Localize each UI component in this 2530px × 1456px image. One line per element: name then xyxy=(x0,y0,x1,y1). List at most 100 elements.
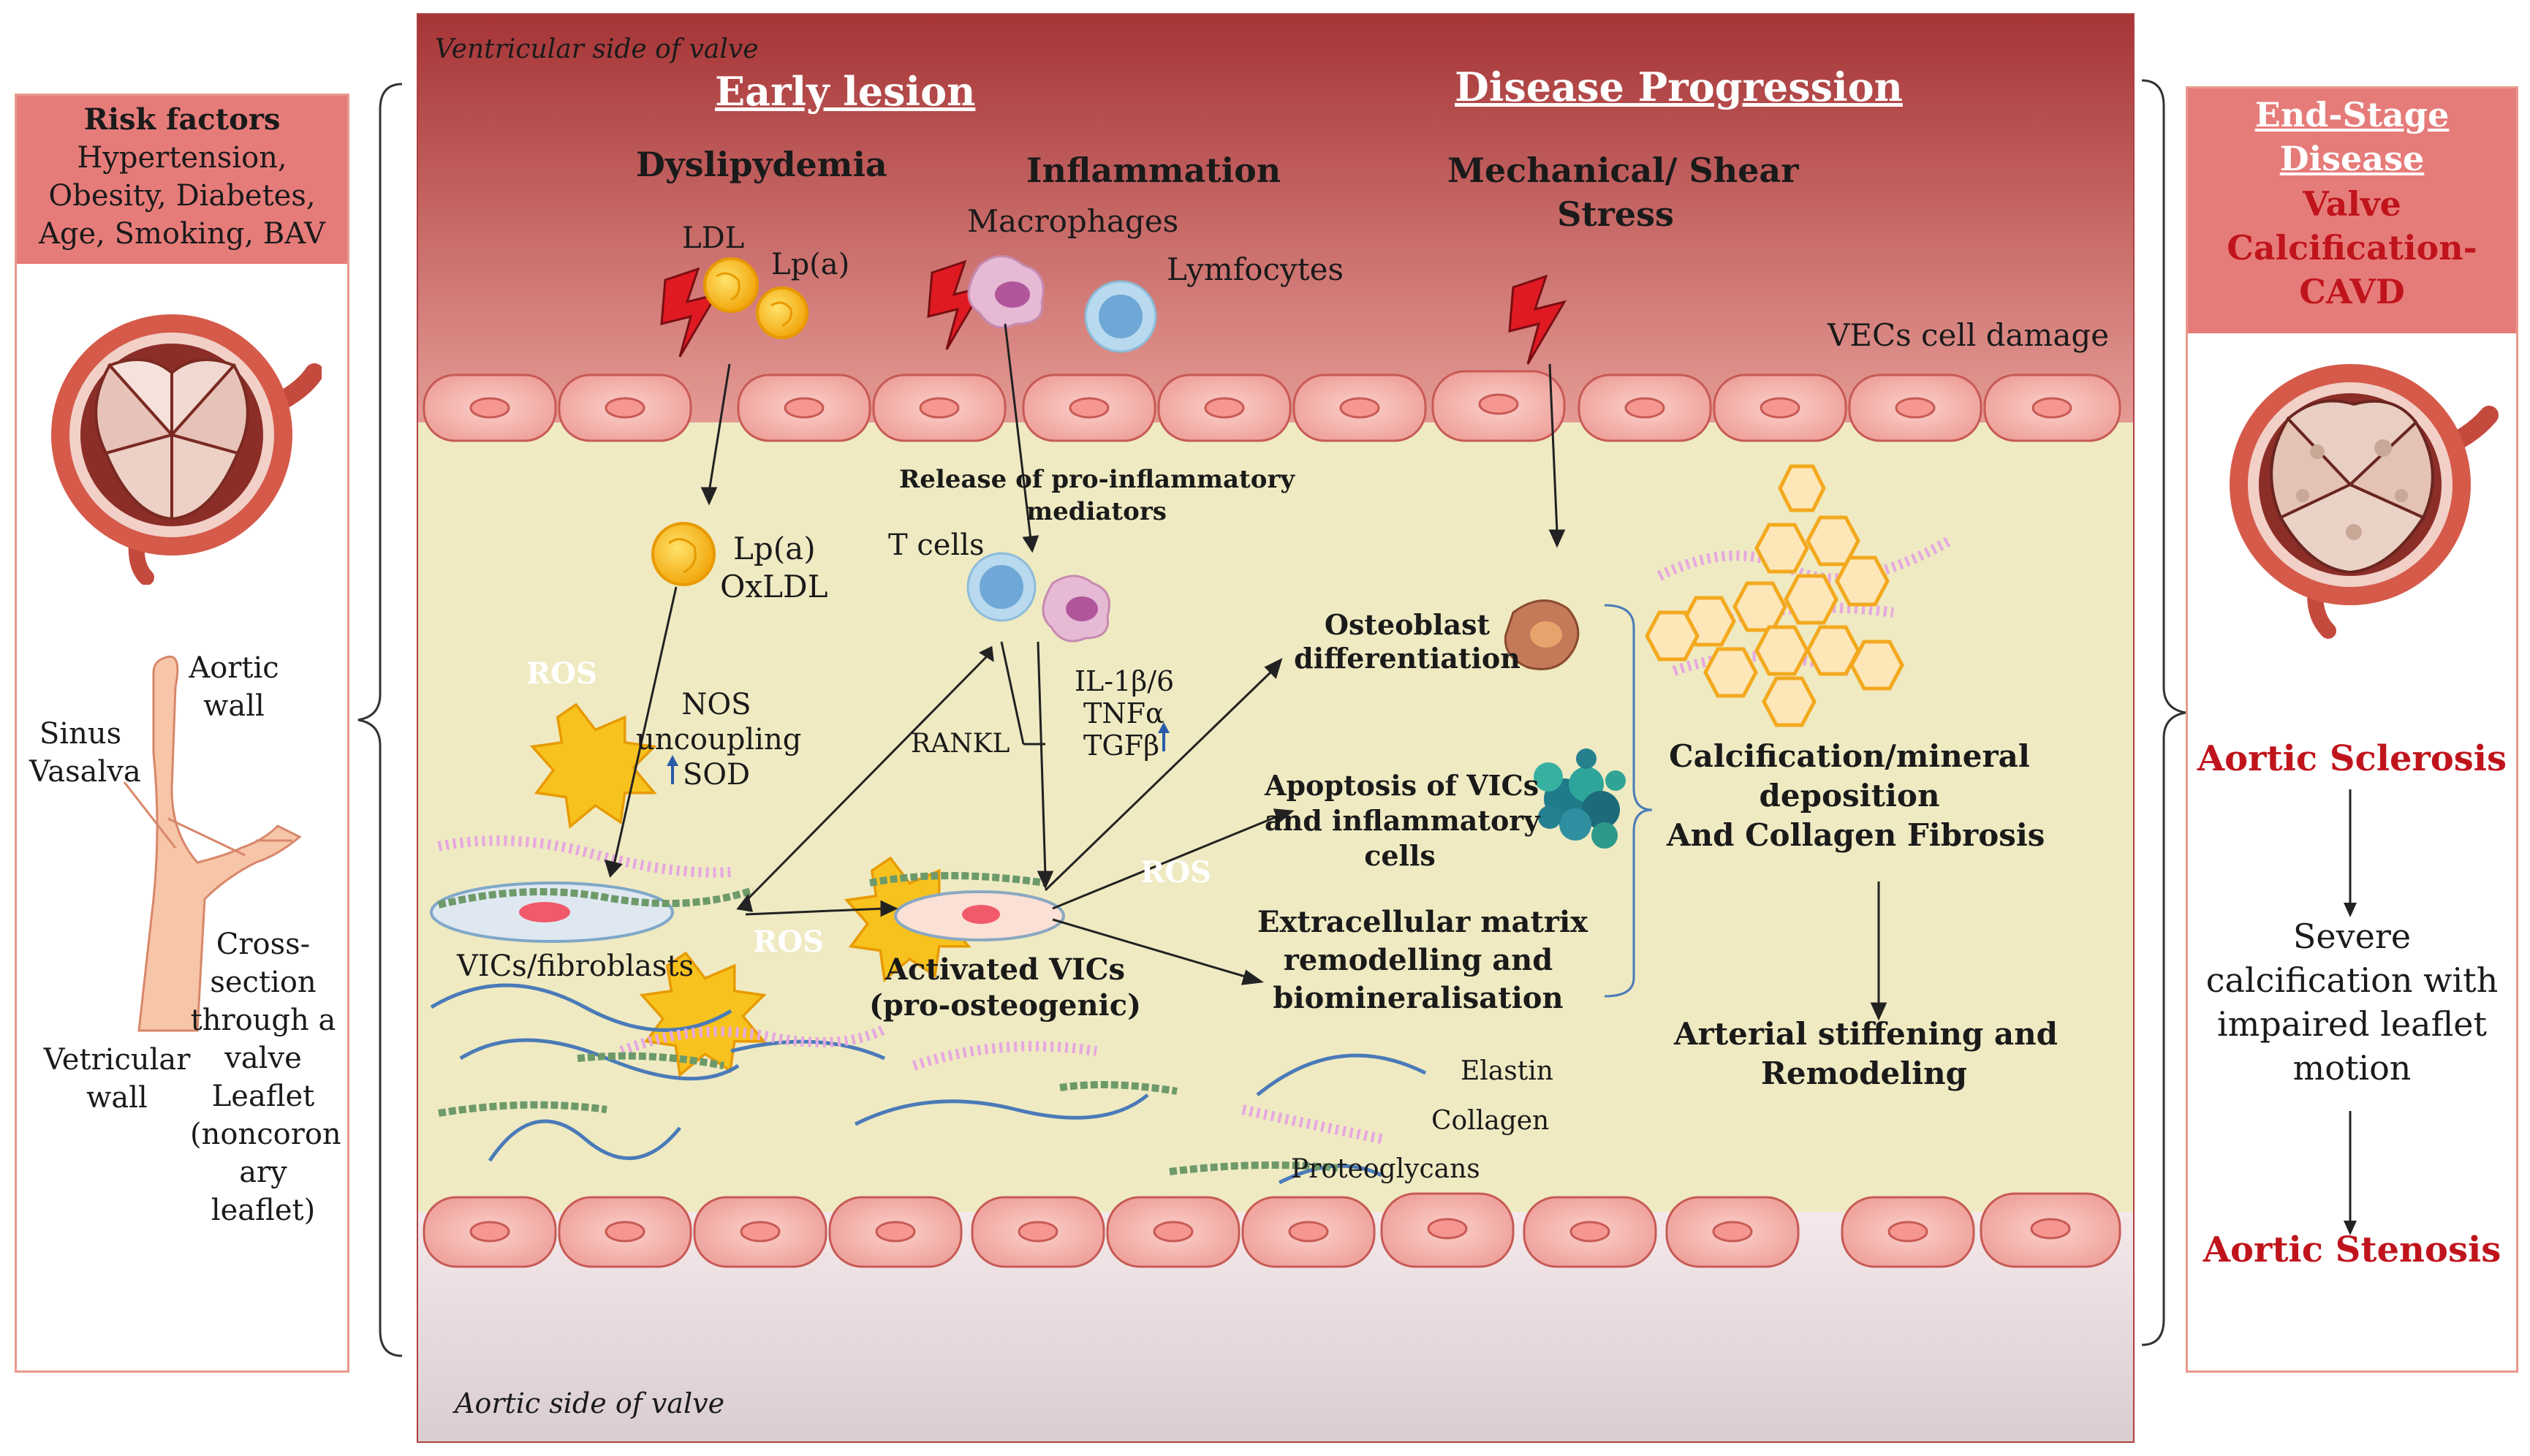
mechanical-label-1: Mechanical/ Shear xyxy=(1447,151,1799,190)
ros-label-3: ROS xyxy=(1140,855,1211,890)
ros-burst-icon xyxy=(639,951,767,1078)
valve-calcification-1: Valve xyxy=(2303,184,2401,224)
healthy-valve-illustration xyxy=(51,314,322,585)
apoptosis-label-3: cells xyxy=(1364,839,1436,872)
lightning-icon xyxy=(660,267,719,357)
lpa-particle-icon xyxy=(756,287,808,339)
ros-burst-icon xyxy=(529,702,657,830)
calcification-label-1: Calcification/mineral xyxy=(1669,738,2030,774)
calcification-label-2: deposition xyxy=(1759,778,1940,814)
severe-label-4: motion xyxy=(2292,1048,2412,1088)
end-stage-title-2: Disease xyxy=(2279,139,2425,178)
label-cross-section-7: ary xyxy=(239,1156,287,1189)
label-sinus-2: Vasalva xyxy=(29,755,141,789)
lightning-icon xyxy=(1508,274,1567,365)
right-brace xyxy=(2141,79,2186,1346)
severe-to-stenosis-arrow xyxy=(2344,1111,2357,1235)
nos-label-1: NOS xyxy=(681,688,751,721)
macrophage-icon xyxy=(1042,575,1110,642)
release-label-2: mediators xyxy=(1026,497,1167,526)
lpa-oxldl-label-2: OxLDL xyxy=(720,569,828,604)
pathway-arrows xyxy=(604,323,1887,1021)
vics-fibroblasts-label: VICs/fibroblasts xyxy=(457,949,694,983)
vecs-damage-label: VECs cell damage xyxy=(1828,317,2110,353)
t-cell-icon xyxy=(966,552,1037,622)
ecm-label-2: remodelling and xyxy=(1283,943,1553,977)
ecm-label-1: Extracellular matrix xyxy=(1257,905,1588,939)
sinus-pointer-line xyxy=(123,781,177,849)
label-cross-section-4: valve xyxy=(224,1042,302,1075)
apoptosis-label-2: and inflammatory xyxy=(1265,804,1540,837)
ventricular-side-label: Ventricular side of valve xyxy=(435,34,759,64)
end-stage-panel xyxy=(2186,86,2518,1373)
lpa-oxldl-label-1: Lp(a) xyxy=(733,531,816,566)
cytokine-label-1: IL-1β/6 xyxy=(1075,665,1175,697)
label-aortic-wall-2: wall xyxy=(203,689,265,723)
increase-arrow-icon xyxy=(1158,722,1170,751)
risk-factors-line-3: Age, Smoking, BAV xyxy=(38,217,325,251)
valve-tissue-diagram xyxy=(417,13,2135,1443)
left-brace xyxy=(357,83,403,1357)
risk-factors-header xyxy=(17,96,347,264)
early-lesion-heading: Early lesion xyxy=(715,68,976,115)
lymphocyte-icon xyxy=(1084,280,1157,353)
label-sinus-1: Sinus xyxy=(39,717,122,751)
apoptotic-cells-icon xyxy=(1534,748,1626,849)
lpa-oxldl-particle-icon xyxy=(651,522,716,586)
label-vetricular-wall-1: Vetricular xyxy=(43,1043,191,1077)
matrix-fibres xyxy=(430,534,1955,1185)
increase-arrow-icon xyxy=(667,755,678,784)
ros-label-1: ROS xyxy=(526,656,597,691)
activated-vic-icon xyxy=(894,890,1065,941)
end-stage-header xyxy=(2188,88,2516,333)
risk-factors-panel xyxy=(15,94,349,1373)
severe-label-2: calcification with xyxy=(2205,960,2499,1000)
ros-label-2: ROS xyxy=(753,925,824,959)
apoptosis-label-1: Apoptosis of VICs xyxy=(1265,769,1539,802)
elastin-label: Elastin xyxy=(1461,1056,1553,1086)
severe-label-3: impaired leaflet xyxy=(2217,1004,2487,1044)
t-cells-label: T cells xyxy=(888,528,985,562)
valve-calcification-3: CAVD xyxy=(2299,272,2405,311)
inflammation-label: Inflammation xyxy=(1026,151,1281,190)
label-cross-section-6: (noncoron xyxy=(190,1118,341,1151)
collagen-label: Collagen xyxy=(1431,1106,1550,1136)
ecm-label-3: biomineralisation xyxy=(1273,981,1564,1015)
aortic-stenosis-label: Aortic Stenosis xyxy=(2203,1229,2501,1270)
label-cross-section-1: Cross- xyxy=(216,928,311,961)
lymfocytes-label: Lymfocytes xyxy=(1167,251,1344,287)
arterial-label-2: Remodeling xyxy=(1761,1055,1967,1091)
risk-factors-line-1: Hypertension, xyxy=(77,141,287,175)
nos-label-3: SOD xyxy=(682,758,751,792)
proteoglycans-label: Proteoglycans xyxy=(1291,1154,1480,1184)
aortic-sclerosis-label: Aortic Sclerosis xyxy=(2197,738,2507,779)
valve-calcification-2: Calcification- xyxy=(2227,228,2477,268)
top-endothelial-cells xyxy=(423,370,2121,442)
osteoblast-label-2: differentiation xyxy=(1294,642,1520,675)
calcification-label-3: And Collagen Fibrosis xyxy=(1667,817,2045,853)
cytokine-label-2: TNFα xyxy=(1083,697,1164,729)
nos-label-2: uncoupling xyxy=(636,723,802,757)
cytokine-label-3: TGFβ xyxy=(1083,729,1160,762)
dyslipidemia-label: Dyslipydemia xyxy=(636,145,887,184)
label-cross-section-5: Leaflet xyxy=(211,1080,315,1113)
rankl-label: RANKL xyxy=(911,729,1010,759)
risk-factors-line-2: Obesity, Diabetes, xyxy=(48,179,316,213)
osteoblast-label-1: Osteoblast xyxy=(1324,608,1491,641)
sclerosis-to-severe-arrow xyxy=(2344,789,2357,917)
macrophage-icon xyxy=(967,255,1045,329)
outcomes-bracket xyxy=(1604,604,1653,998)
ldl-particle-icon xyxy=(703,257,759,313)
activated-vics-label-2: (pro-osteogenic) xyxy=(868,988,1142,1023)
macrophages-label: Macrophages xyxy=(967,203,1179,239)
leaflet-cross-section-illustration xyxy=(137,656,302,1032)
release-label-1: Release of pro-inflammatory xyxy=(899,465,1295,494)
calcified-valve-illustration xyxy=(2230,364,2499,639)
activated-vics-label-1: Activated VICs xyxy=(885,952,1126,987)
arterial-label-1: Arterial stiffening and xyxy=(1674,1016,2059,1052)
disease-progression-heading: Disease Progression xyxy=(1455,64,1903,110)
calcification-crystals-icon xyxy=(1645,464,1904,727)
label-vetricular-wall-2: wall xyxy=(86,1081,148,1115)
ventricular-band xyxy=(417,13,2135,422)
mechanical-label-2: Stress xyxy=(1557,194,1674,234)
